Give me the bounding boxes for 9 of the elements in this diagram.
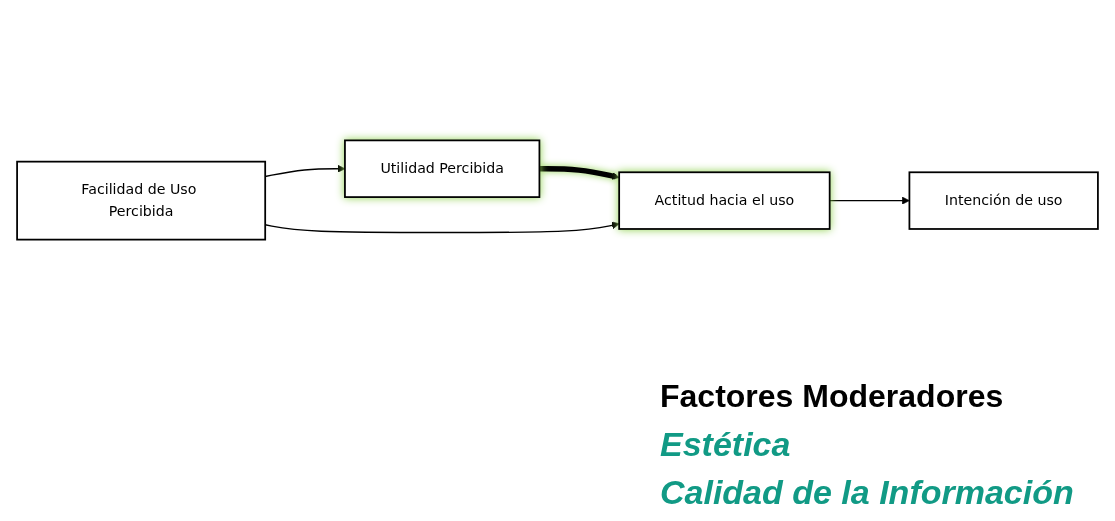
node-box: Utilidad Percibida	[344, 139, 541, 198]
node-box: Actitud hacia el uso	[618, 171, 831, 230]
arrow	[829, 196, 910, 205]
factor-label: Calidad de la Información	[660, 472, 1074, 513]
heading: Factores Moderadores	[660, 377, 1005, 416]
node-box: Intención de uso	[908, 171, 1099, 230]
arrow	[539, 166, 620, 180]
node-box: Facilidad de Uso Percibida	[16, 160, 267, 241]
factor-label: Estética	[660, 424, 792, 465]
